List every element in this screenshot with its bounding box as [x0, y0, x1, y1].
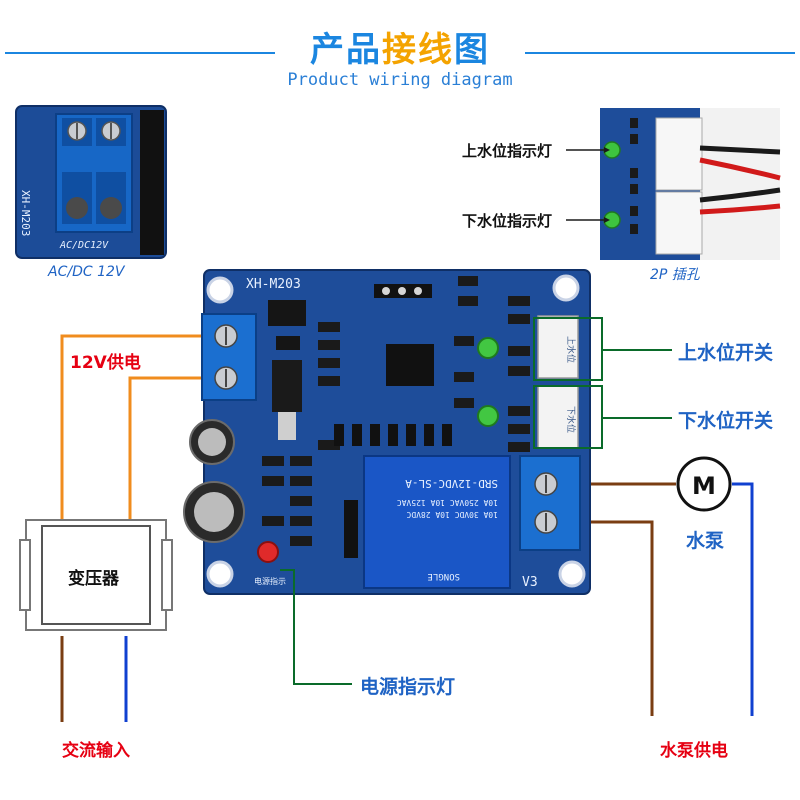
lower-level-socket: [537, 385, 579, 449]
transformer-block: [19, 519, 173, 631]
upper-socket-silk: 上水位: [565, 336, 577, 363]
pump-symbol-letter: M: [692, 472, 716, 500]
wire-12v-outer: [60, 334, 204, 520]
pump-label: 水泵: [686, 530, 725, 552]
relay-line-1: SRD-12VDC-SL-A: [405, 477, 498, 490]
pump-power-label: 水泵供电: [660, 741, 728, 761]
upper-led-label: 上水位指示灯: [462, 142, 553, 160]
header-rule-right: [525, 52, 795, 54]
relay-line-2: 10A 250VAC 10A 125VAC: [397, 498, 498, 507]
inset-left-caption: AC/DC 12V: [48, 264, 125, 280]
upper-level-socket: [537, 315, 579, 379]
upper-level-led: [477, 337, 499, 359]
relay-line-3: 10A 30VDC 10A 28VDC: [406, 510, 498, 519]
lower-socket-silk: 下水位: [565, 406, 577, 433]
inset-right-caption: 2P 插孔: [650, 267, 700, 283]
power-indicator-led: [257, 541, 279, 563]
main-pcb: XH-M203: [183, 269, 603, 595]
ac-input-label: 交流输入: [62, 741, 130, 761]
header-rule-left: [5, 52, 275, 54]
wire-pump-brown-bottom: [584, 520, 654, 716]
inset-left-photo: XH-M203 AC/DC12V: [15, 105, 167, 259]
board-version: V3: [522, 575, 538, 590]
wire-pump-blue-top: [732, 482, 754, 716]
page-title: 产品接线图: [300, 22, 500, 71]
lower-led-label: 下水位指示灯: [462, 212, 553, 230]
page-title-text: 产品接线图: [310, 30, 490, 70]
inset-left-silk-label: AC/DC12V: [59, 240, 109, 251]
power-led-label: 电源指示灯: [360, 676, 456, 698]
lower-switch-label: 下水位开关: [678, 410, 774, 432]
power-led-silk: 电源指示: [254, 576, 286, 586]
pump-motor-symbol: [676, 456, 732, 512]
lower-level-led: [477, 405, 499, 427]
leader-power-led: [280, 569, 352, 685]
relay: [363, 455, 511, 589]
ic-u2: [386, 344, 434, 386]
wire-12v-inner: [128, 376, 204, 520]
power-12v-label: 12V供电: [70, 353, 141, 373]
inset-right-photo: [566, 108, 781, 260]
pump-terminal: [519, 455, 581, 551]
inset-left-board-mark: XH-M203: [19, 190, 32, 236]
transformer-label: 变压器: [68, 569, 119, 589]
board-model: XH-M203: [246, 277, 301, 292]
relay-line-4: SONGLE: [427, 571, 460, 581]
upper-switch-label: 上水位开关: [678, 342, 774, 364]
page-subtitle: Product wiring diagram: [287, 70, 513, 90]
